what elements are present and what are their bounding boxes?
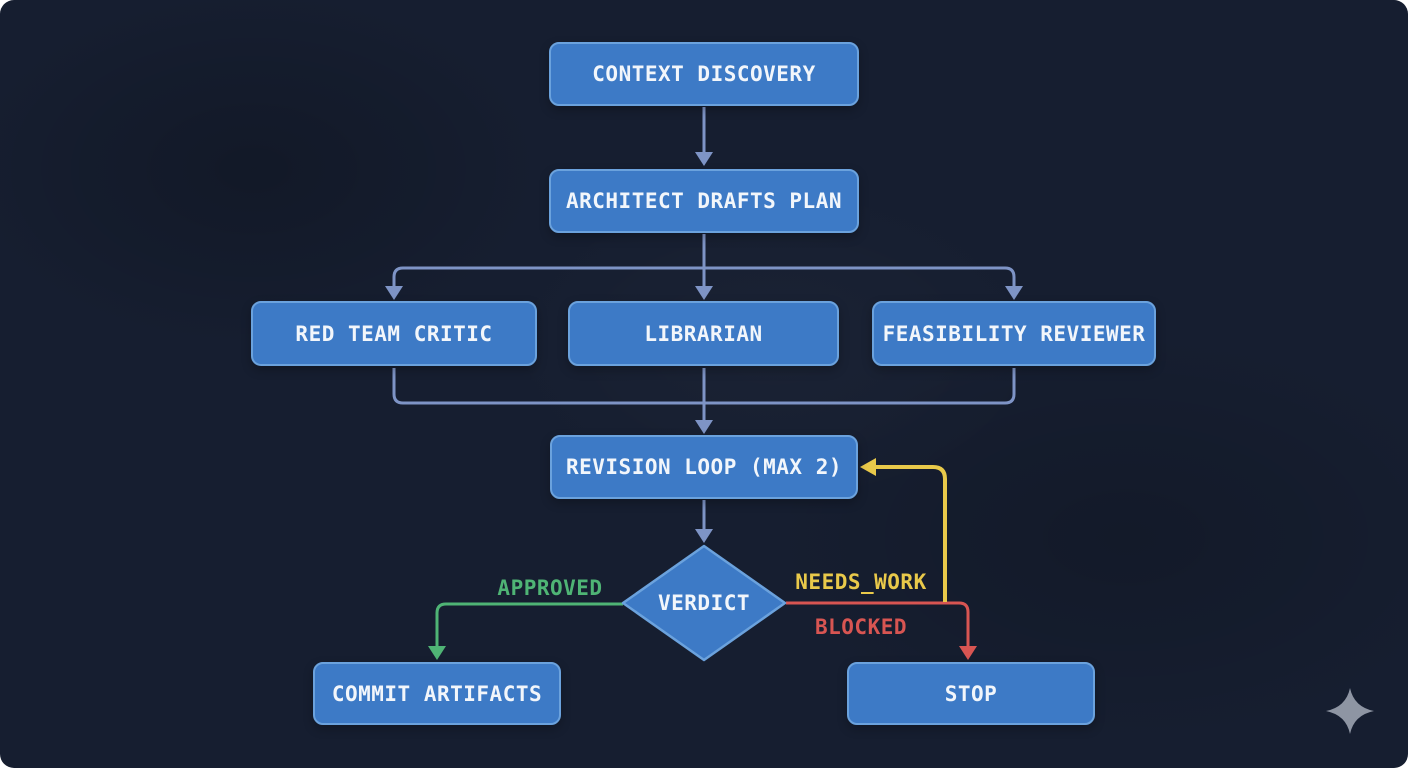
node-architect-drafts-plan: ARCHITECT DRAFTS PLAN <box>549 169 859 233</box>
edge-label-blocked: BLOCKED <box>814 615 908 639</box>
arrowhead-down-icon <box>695 420 713 434</box>
arrowhead-down-icon <box>1005 286 1023 300</box>
arrowhead-down-icon <box>695 529 713 543</box>
verdict-diamond <box>621 544 787 662</box>
node-stop: STOP <box>847 662 1095 725</box>
edge-label-needs-work: NEEDS_WORK <box>795 570 927 594</box>
arrowhead-down-icon <box>428 646 446 660</box>
edge-verdict-blocked <box>786 601 970 646</box>
edge-architect-to-redteam <box>392 266 704 286</box>
node-label: COMMIT ARTIFACTS <box>331 681 543 706</box>
edge-feasibility-to-revision <box>704 368 1016 405</box>
node-red-team-critic: RED TEAM CRITIC <box>251 301 537 366</box>
node-label: STOP <box>944 681 998 706</box>
arrowhead-down-icon <box>959 646 977 660</box>
node-commit-artifacts: COMMIT ARTIFACTS <box>313 662 561 725</box>
arrowhead-down-icon <box>695 286 713 300</box>
edge-redteam-to-revision <box>392 368 704 405</box>
node-librarian: LIBRARIAN <box>568 301 839 366</box>
edge-verdict-needswork <box>876 465 947 602</box>
arrowhead-left-icon <box>860 458 876 476</box>
node-feasibility-reviewer: FEASIBILITY REVIEWER <box>872 301 1156 366</box>
node-label: CONTEXT DISCOVERY <box>592 62 816 86</box>
edge-architect-to-feasibility <box>704 266 1016 286</box>
node-label: LIBRARIAN <box>644 321 763 346</box>
sparkle-icon <box>1326 688 1374 734</box>
node-context-discovery: CONTEXT DISCOVERY <box>549 42 859 106</box>
arrowhead-down-icon <box>385 286 403 300</box>
node-label: FEASIBILITY REVIEWER <box>882 321 1146 346</box>
edge-verdict-approved <box>435 602 623 646</box>
node-label: RED TEAM CRITIC <box>295 321 493 346</box>
arrowhead-down-icon <box>695 152 713 166</box>
node-revision-loop: REVISION LOOP (MAX 2) <box>550 435 858 499</box>
node-verdict-label: VERDICT <box>657 591 751 615</box>
node-label: ARCHITECT DRAFTS PLAN <box>565 189 842 213</box>
node-label: REVISION LOOP (MAX 2) <box>565 455 842 479</box>
edge-label-approved: APPROVED <box>497 576 603 600</box>
